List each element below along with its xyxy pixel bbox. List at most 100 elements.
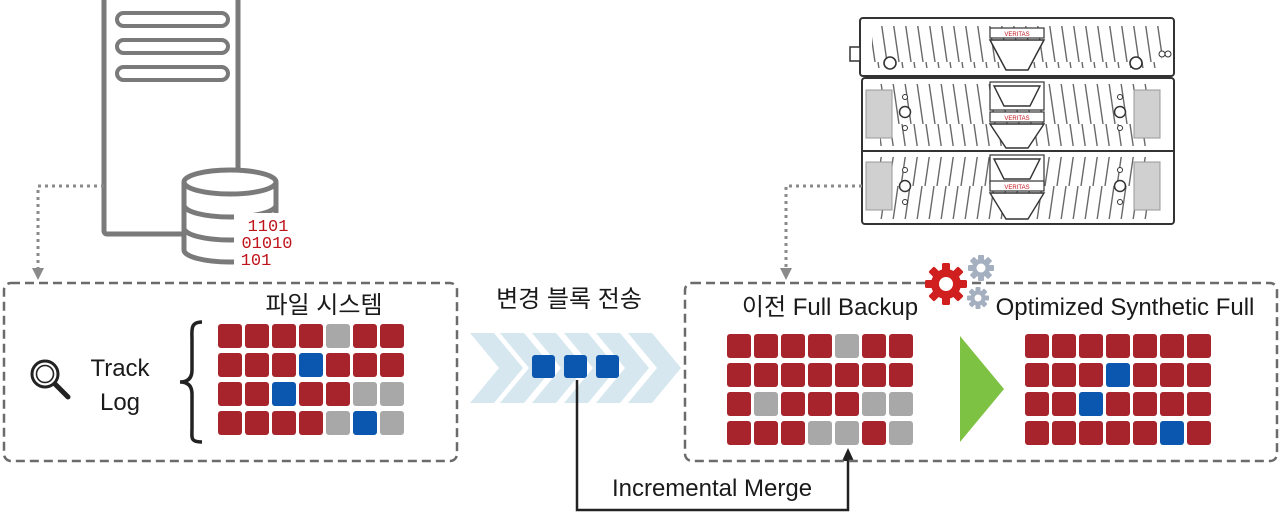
data-block — [727, 363, 751, 387]
data-block — [326, 411, 350, 435]
synthetic-full-block-grid — [1025, 334, 1211, 445]
data-block — [1079, 363, 1103, 387]
data-block — [299, 353, 323, 377]
data-block — [835, 392, 859, 416]
database-icon: 1101 01010 101 — [181, 167, 298, 271]
data-block — [808, 363, 832, 387]
data-block — [862, 421, 886, 445]
appliance-brand-3: VERITAS — [1004, 185, 1029, 191]
data-block — [889, 363, 913, 387]
data-block — [353, 382, 377, 406]
bracket-icon — [179, 320, 203, 444]
data-block — [218, 411, 242, 435]
data-block — [835, 334, 859, 358]
appliance-connector — [784, 184, 862, 270]
data-block — [1133, 334, 1157, 358]
data-block — [326, 353, 350, 377]
incremental-merge-label: Incremental Merge — [612, 475, 812, 502]
data-block — [245, 353, 269, 377]
binary-line-1: 1101 — [248, 218, 289, 237]
data-block — [353, 324, 377, 348]
data-block — [1052, 334, 1076, 358]
data-block — [1106, 392, 1130, 416]
data-block — [754, 392, 778, 416]
filesystem-block-grid — [218, 324, 404, 435]
data-block — [218, 382, 242, 406]
data-block — [781, 392, 805, 416]
data-block — [380, 324, 404, 348]
data-block — [326, 382, 350, 406]
data-block — [889, 421, 913, 445]
data-block — [862, 334, 886, 358]
data-block — [1133, 363, 1157, 387]
data-block — [1187, 363, 1211, 387]
data-block — [1106, 421, 1130, 445]
data-block — [1106, 363, 1130, 387]
data-block — [835, 421, 859, 445]
changed-block — [564, 355, 587, 378]
previous-full-block-grid — [727, 334, 913, 445]
magnifier-icon — [30, 359, 71, 400]
data-block — [862, 363, 886, 387]
gears-icon — [925, 255, 994, 309]
data-block — [1079, 334, 1103, 358]
data-block — [272, 324, 296, 348]
changed-block — [532, 355, 555, 378]
binary-line-2: 01010 — [241, 235, 292, 254]
data-block — [754, 421, 778, 445]
data-block — [889, 334, 913, 358]
data-block — [835, 363, 859, 387]
data-block — [754, 334, 778, 358]
data-block — [754, 363, 778, 387]
data-block — [1160, 363, 1184, 387]
data-block — [245, 324, 269, 348]
data-block — [808, 421, 832, 445]
data-block — [380, 353, 404, 377]
data-block — [1187, 392, 1211, 416]
data-block — [245, 411, 269, 435]
data-block — [1025, 392, 1049, 416]
binary-line-3: 101 — [241, 252, 272, 271]
data-block — [1160, 392, 1184, 416]
data-block — [380, 411, 404, 435]
server-connector — [36, 184, 104, 270]
data-block — [1025, 421, 1049, 445]
data-block — [1025, 334, 1049, 358]
data-block — [727, 392, 751, 416]
appliance-connector-arrowhead — [780, 268, 792, 280]
data-block — [272, 411, 296, 435]
changed-blocks-label: 변경 블록 전송 — [496, 286, 642, 313]
data-block — [326, 324, 350, 348]
data-block — [1052, 392, 1076, 416]
data-block — [299, 382, 323, 406]
data-block — [781, 421, 805, 445]
data-block — [781, 363, 805, 387]
data-block — [1160, 421, 1184, 445]
data-block — [1025, 363, 1049, 387]
data-block — [1052, 363, 1076, 387]
data-block — [380, 382, 404, 406]
track-log-label-2: Log — [100, 389, 140, 416]
data-block — [272, 382, 296, 406]
data-block — [1052, 421, 1076, 445]
data-block — [218, 324, 242, 348]
data-block — [808, 392, 832, 416]
data-block — [727, 334, 751, 358]
backup-panel — [683, 281, 1279, 463]
data-block — [245, 382, 269, 406]
synthetic-full-label: Optimized Synthetic Full — [996, 294, 1255, 321]
data-block — [272, 353, 296, 377]
data-block — [1133, 392, 1157, 416]
data-block — [1106, 334, 1130, 358]
data-block — [727, 421, 751, 445]
appliance-brand-1: VERITAS — [1004, 32, 1029, 38]
data-block — [889, 392, 913, 416]
track-log-label-1: Track — [90, 355, 150, 382]
data-block — [218, 353, 242, 377]
data-block — [1133, 421, 1157, 445]
data-block — [353, 353, 377, 377]
filesystem-panel — [2, 281, 459, 463]
data-block — [1079, 392, 1103, 416]
merge-path — [575, 380, 850, 512]
